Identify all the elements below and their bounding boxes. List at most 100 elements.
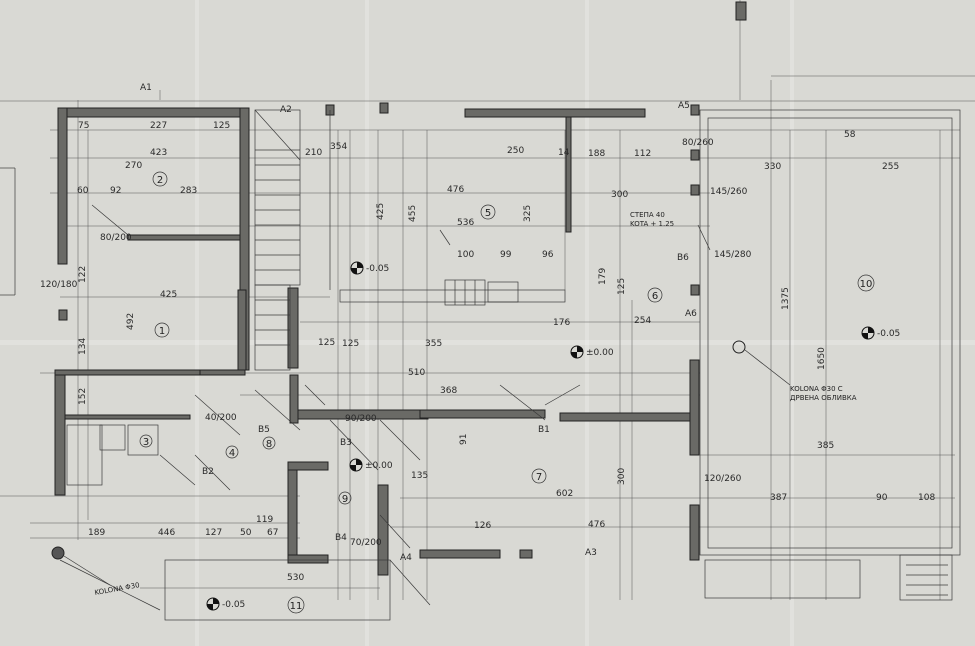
note-column-right: KOLONA Φ30 C bbox=[790, 385, 843, 393]
outlines bbox=[0, 109, 961, 621]
dim-open-10: 210 bbox=[305, 148, 322, 158]
dim-top-left-3: 125 bbox=[213, 121, 230, 131]
dim-left-3: 492 bbox=[126, 313, 136, 330]
dim-c-20: 91 bbox=[459, 434, 469, 445]
dim-r-8: 1375 bbox=[781, 287, 791, 310]
window-mark-1: A1 bbox=[140, 83, 152, 93]
room-label-9: 9 bbox=[342, 494, 348, 505]
opening-marks: B1 B2 B3 B4 B5 B6 A1 A2 A3 A4 A5 A6 bbox=[140, 83, 697, 563]
note-stair-level-2: KOTA + 1.25 bbox=[630, 220, 674, 228]
room-label-3: 3 bbox=[143, 437, 149, 448]
room-label-10: 10 bbox=[860, 279, 873, 290]
window-mark-4: A4 bbox=[400, 553, 412, 563]
walls bbox=[54, 1, 747, 576]
dim-r-10: 125 bbox=[617, 278, 627, 295]
dim-r-7: 108 bbox=[918, 493, 935, 503]
door-mark-3: B3 bbox=[340, 438, 352, 448]
room-label-7: 7 bbox=[536, 472, 542, 483]
room-labels: 1 2 3 4 5 6 7 8 9 10 11 bbox=[139, 171, 875, 614]
room-label-8: 8 bbox=[266, 439, 272, 450]
room-label-2: 2 bbox=[157, 175, 163, 186]
dim-c-1: 354 bbox=[330, 142, 347, 152]
dim-r-5: 387 bbox=[770, 493, 787, 503]
dim-open-1: 80/260 bbox=[682, 138, 714, 148]
elevation-room-10: -0.05 bbox=[877, 329, 900, 339]
dim-c-6: 476 bbox=[447, 185, 464, 195]
dim-c-14: 96 bbox=[542, 250, 554, 260]
dim-top-left-6: 60 bbox=[77, 186, 89, 196]
dim-r-3: 58 bbox=[844, 130, 856, 140]
dim-r-11: 125 bbox=[318, 338, 335, 348]
dim-c-3: 14 bbox=[558, 148, 570, 158]
elevation-markers bbox=[206, 261, 875, 611]
elevation-room-11: -0.05 bbox=[222, 600, 245, 610]
note-column-right-2: ДРВЕНА ОБЛИВКА bbox=[790, 394, 857, 402]
dim-c-7: 300 bbox=[611, 190, 628, 200]
room-label-5: 5 bbox=[485, 208, 491, 219]
dim-open-5: 120/260 bbox=[704, 474, 742, 484]
dim-r-6: 90 bbox=[876, 493, 888, 503]
dim-open-9: 90/200 bbox=[345, 414, 377, 424]
dim-b-7: 119 bbox=[256, 515, 273, 525]
dim-r-1: 330 bbox=[764, 162, 781, 172]
dim-b-11: 126 bbox=[474, 521, 491, 531]
window-mark-5: A5 bbox=[678, 101, 690, 111]
window-mark-2: A2 bbox=[280, 105, 292, 115]
note-stair-level: СТЕПА 40 bbox=[630, 211, 665, 219]
dim-c-5: 112 bbox=[634, 149, 651, 159]
dim-c-15: 179 bbox=[598, 268, 608, 285]
dim-c-18: 368 bbox=[440, 386, 457, 396]
dim-open-4: 145/280 bbox=[714, 250, 752, 260]
dim-r-2: 255 bbox=[882, 162, 899, 172]
dimension-texts: 75 227 125 423 270 60 92 283 425 122 492… bbox=[40, 121, 935, 583]
dim-open-3: 145/260 bbox=[710, 187, 748, 197]
dim-top-left-1: 75 bbox=[78, 121, 89, 131]
dim-b-12: 135 bbox=[411, 471, 428, 481]
dim-open-8: 40/200 bbox=[205, 413, 237, 423]
elevation-room-6: ±0.00 bbox=[586, 348, 614, 358]
dim-top-left-8: 283 bbox=[180, 186, 197, 196]
dim-c-9: 325 bbox=[523, 205, 533, 222]
dim-left-1: 425 bbox=[160, 290, 177, 300]
door-mark-5: B5 bbox=[258, 425, 270, 435]
dim-b-3: 127 bbox=[205, 528, 222, 538]
dim-r-9: 1650 bbox=[817, 347, 827, 370]
dim-c-2: 250 bbox=[507, 146, 524, 156]
window-mark-3: A3 bbox=[585, 548, 597, 558]
dim-open-2: 80/200 bbox=[100, 233, 132, 243]
dim-left-5: 152 bbox=[78, 388, 88, 405]
note-column-left: KOLONA Φ30 bbox=[94, 581, 140, 597]
notes: KOLONA Φ30 C ДРВЕНА ОБЛИВКА KOLONA Φ30 С… bbox=[94, 211, 857, 597]
dim-c-22: 254 bbox=[634, 316, 651, 326]
dim-b-4: 50 bbox=[240, 528, 252, 538]
room-label-11: 11 bbox=[290, 601, 303, 612]
dim-top-left-7: 92 bbox=[110, 186, 121, 196]
door-mark-6: B6 bbox=[677, 253, 689, 263]
dim-top-left-4: 423 bbox=[150, 148, 167, 158]
dim-c-17: 510 bbox=[408, 368, 425, 378]
dim-c-12: 100 bbox=[457, 250, 474, 260]
dim-c-8: 536 bbox=[457, 218, 474, 228]
dim-b-8: 602 bbox=[556, 489, 573, 499]
dim-c-13: 99 bbox=[500, 250, 512, 260]
dim-left-2: 122 bbox=[78, 266, 88, 283]
door-swings bbox=[91, 204, 711, 549]
dim-b-10: 300 bbox=[617, 468, 627, 485]
dim-b-5: 67 bbox=[267, 528, 278, 538]
door-mark-4: B4 bbox=[335, 533, 347, 543]
elevation-texts: -0.05 ±0.00 ±0.00 -0.05 -0.05 bbox=[222, 264, 900, 610]
room-label-4: 4 bbox=[229, 448, 235, 459]
dim-c-11: 425 bbox=[376, 203, 386, 220]
dim-r-4: 385 bbox=[817, 441, 834, 451]
elevation-hall: ±0.00 bbox=[365, 461, 393, 471]
elevation-room-5: -0.05 bbox=[366, 264, 389, 274]
dim-c-21: 176 bbox=[553, 318, 570, 328]
stairs bbox=[254, 109, 948, 596]
window-mark-6: A6 bbox=[685, 309, 697, 319]
dim-open-6: 120/180 bbox=[40, 280, 78, 290]
dim-top-left-5: 270 bbox=[125, 161, 142, 171]
dim-left-4: 134 bbox=[78, 338, 88, 355]
dim-b-2: 446 bbox=[158, 528, 175, 538]
